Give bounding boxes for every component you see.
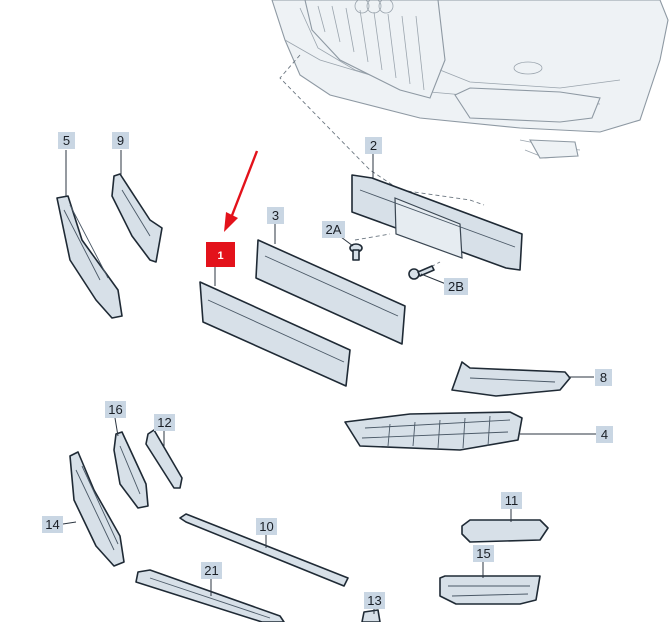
callout-13-text: 13 — [367, 593, 381, 608]
callout-10-text: 10 — [259, 519, 273, 534]
part-2b-screw — [408, 265, 435, 280]
part-2a-screw — [349, 243, 363, 261]
callout-4-text: 4 — [601, 427, 608, 442]
callout-2a: 2A — [322, 221, 345, 238]
callout-12: 12 — [154, 414, 175, 431]
part-15-fog-cover-lower — [439, 575, 541, 605]
callout-14-text: 14 — [45, 517, 59, 532]
callout-2b-text: 2B — [448, 279, 464, 294]
callout-12-text: 12 — [157, 415, 171, 430]
callout-5-text: 5 — [63, 133, 70, 148]
assembly-line — [354, 233, 391, 241]
callout-1-text: 1 — [217, 250, 223, 262]
callout-9: 9 — [112, 132, 129, 149]
callout-13: 13 — [364, 592, 385, 609]
part-3-trim-strip — [255, 239, 406, 345]
callout-16: 16 — [105, 401, 126, 418]
part-11-chrome-strip — [461, 519, 549, 543]
callout-2b: 2B — [444, 278, 468, 295]
front-bumper-cover — [271, 0, 669, 159]
callout-3: 3 — [267, 207, 284, 224]
callout-15-text: 15 — [476, 546, 490, 561]
callout-5: 5 — [58, 132, 75, 149]
part-4-grille-insert — [344, 411, 523, 451]
callout-21-text: 21 — [204, 563, 218, 578]
part-5-side-strip — [56, 195, 123, 319]
callout-2a-text: 2A — [326, 222, 342, 237]
callout-8: 8 — [595, 369, 612, 386]
part-8-fog-cover — [451, 361, 571, 397]
part-2-plate-bracket — [351, 174, 523, 271]
callout-11: 11 — [501, 492, 522, 509]
part-10-long-strip — [179, 513, 349, 587]
red-arrow-icon — [224, 150, 259, 232]
leader-lines — [62, 150, 596, 614]
part-16-strip — [113, 431, 149, 509]
callout-2: 2 — [365, 137, 382, 154]
part-9-bracket — [111, 173, 163, 263]
assembly-line — [279, 54, 485, 206]
callout-1: 1 — [206, 242, 235, 267]
part-14-side-grille — [69, 451, 125, 567]
callout-15: 15 — [473, 545, 494, 562]
callout-8-text: 8 — [600, 370, 607, 385]
callout-2-text: 2 — [370, 138, 377, 153]
part-1-trim-panel — [199, 281, 351, 387]
callout-9-text: 9 — [117, 133, 124, 148]
part-21-lower-grille — [135, 569, 285, 622]
callout-3-text: 3 — [272, 208, 279, 223]
callout-4: 4 — [596, 426, 613, 443]
part-13-piece — [361, 609, 381, 622]
callout-11-text: 11 — [505, 493, 519, 508]
callout-14: 14 — [42, 516, 63, 533]
callout-16-text: 16 — [108, 402, 122, 417]
callout-21: 21 — [201, 562, 222, 579]
callout-10: 10 — [256, 518, 277, 535]
